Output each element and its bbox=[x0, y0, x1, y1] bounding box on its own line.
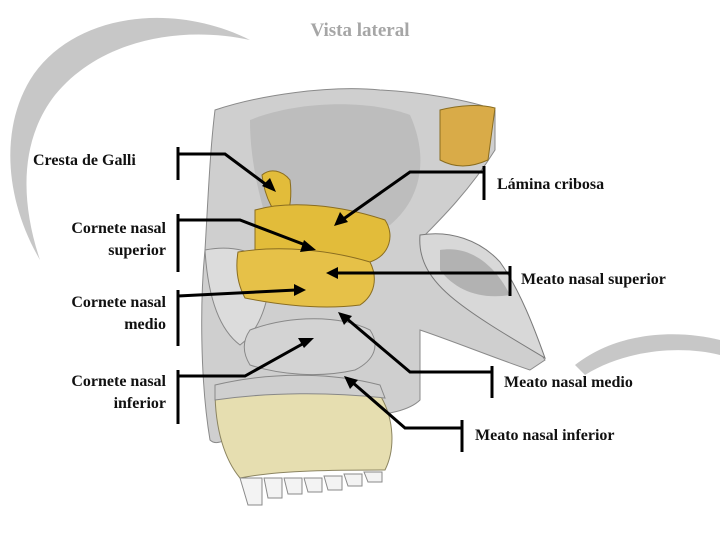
frontal-bone-yellow bbox=[439, 105, 496, 167]
leader-meato-medio bbox=[345, 316, 494, 398]
label-cornete-superior: Cornete nasal superior bbox=[71, 220, 166, 259]
label-lamina-cribosa: Lámina cribosa bbox=[497, 176, 605, 193]
leader-meato-superior bbox=[335, 266, 512, 296]
maxilla-bone bbox=[214, 383, 393, 479]
sphenoid-shadow bbox=[250, 104, 421, 231]
cornete-inferior-bone bbox=[243, 318, 376, 376]
label-meato-superior: Meato nasal superior bbox=[521, 271, 666, 288]
arrow-cresta-galli bbox=[262, 178, 276, 192]
label-meato-medio: Meato nasal medio bbox=[504, 374, 633, 391]
leader-meato-inferior bbox=[351, 380, 464, 452]
teeth-row bbox=[239, 471, 383, 506]
decorative-swoosh-right bbox=[575, 334, 720, 375]
cornete-medio-bone bbox=[236, 248, 375, 308]
decorative-swoosh-left bbox=[10, 17, 250, 261]
leader-cornete-medio bbox=[176, 288, 297, 346]
label-cresta-galli: Cresta de Galli bbox=[33, 152, 136, 169]
arrow-cornete-superior bbox=[300, 240, 316, 252]
leader-cornete-inferior bbox=[176, 340, 307, 424]
leader-cornete-superior bbox=[176, 214, 309, 272]
arrow-heads bbox=[262, 178, 358, 389]
label-meato-inferior: Meato nasal inferior bbox=[475, 427, 615, 444]
arrow-cornete-medio bbox=[294, 284, 306, 296]
leader-lamina-cribosa bbox=[341, 166, 486, 222]
label-cornete-inferior: Cornete nasal inferior bbox=[71, 373, 166, 412]
arrow-meato-superior bbox=[326, 267, 338, 279]
arrow-meato-medio bbox=[338, 312, 352, 325]
leader-cresta-galli bbox=[176, 147, 269, 188]
label-cornete-medio: Cornete nasal medio bbox=[71, 294, 166, 333]
lower-palate-bone bbox=[214, 374, 386, 401]
diagram-title: Vista lateral bbox=[310, 20, 410, 41]
arrow-cornete-inferior bbox=[298, 338, 314, 348]
arrow-meato-inferior bbox=[344, 376, 358, 389]
arrow-lamina-cribosa bbox=[334, 212, 348, 226]
leader-lines bbox=[176, 147, 512, 452]
